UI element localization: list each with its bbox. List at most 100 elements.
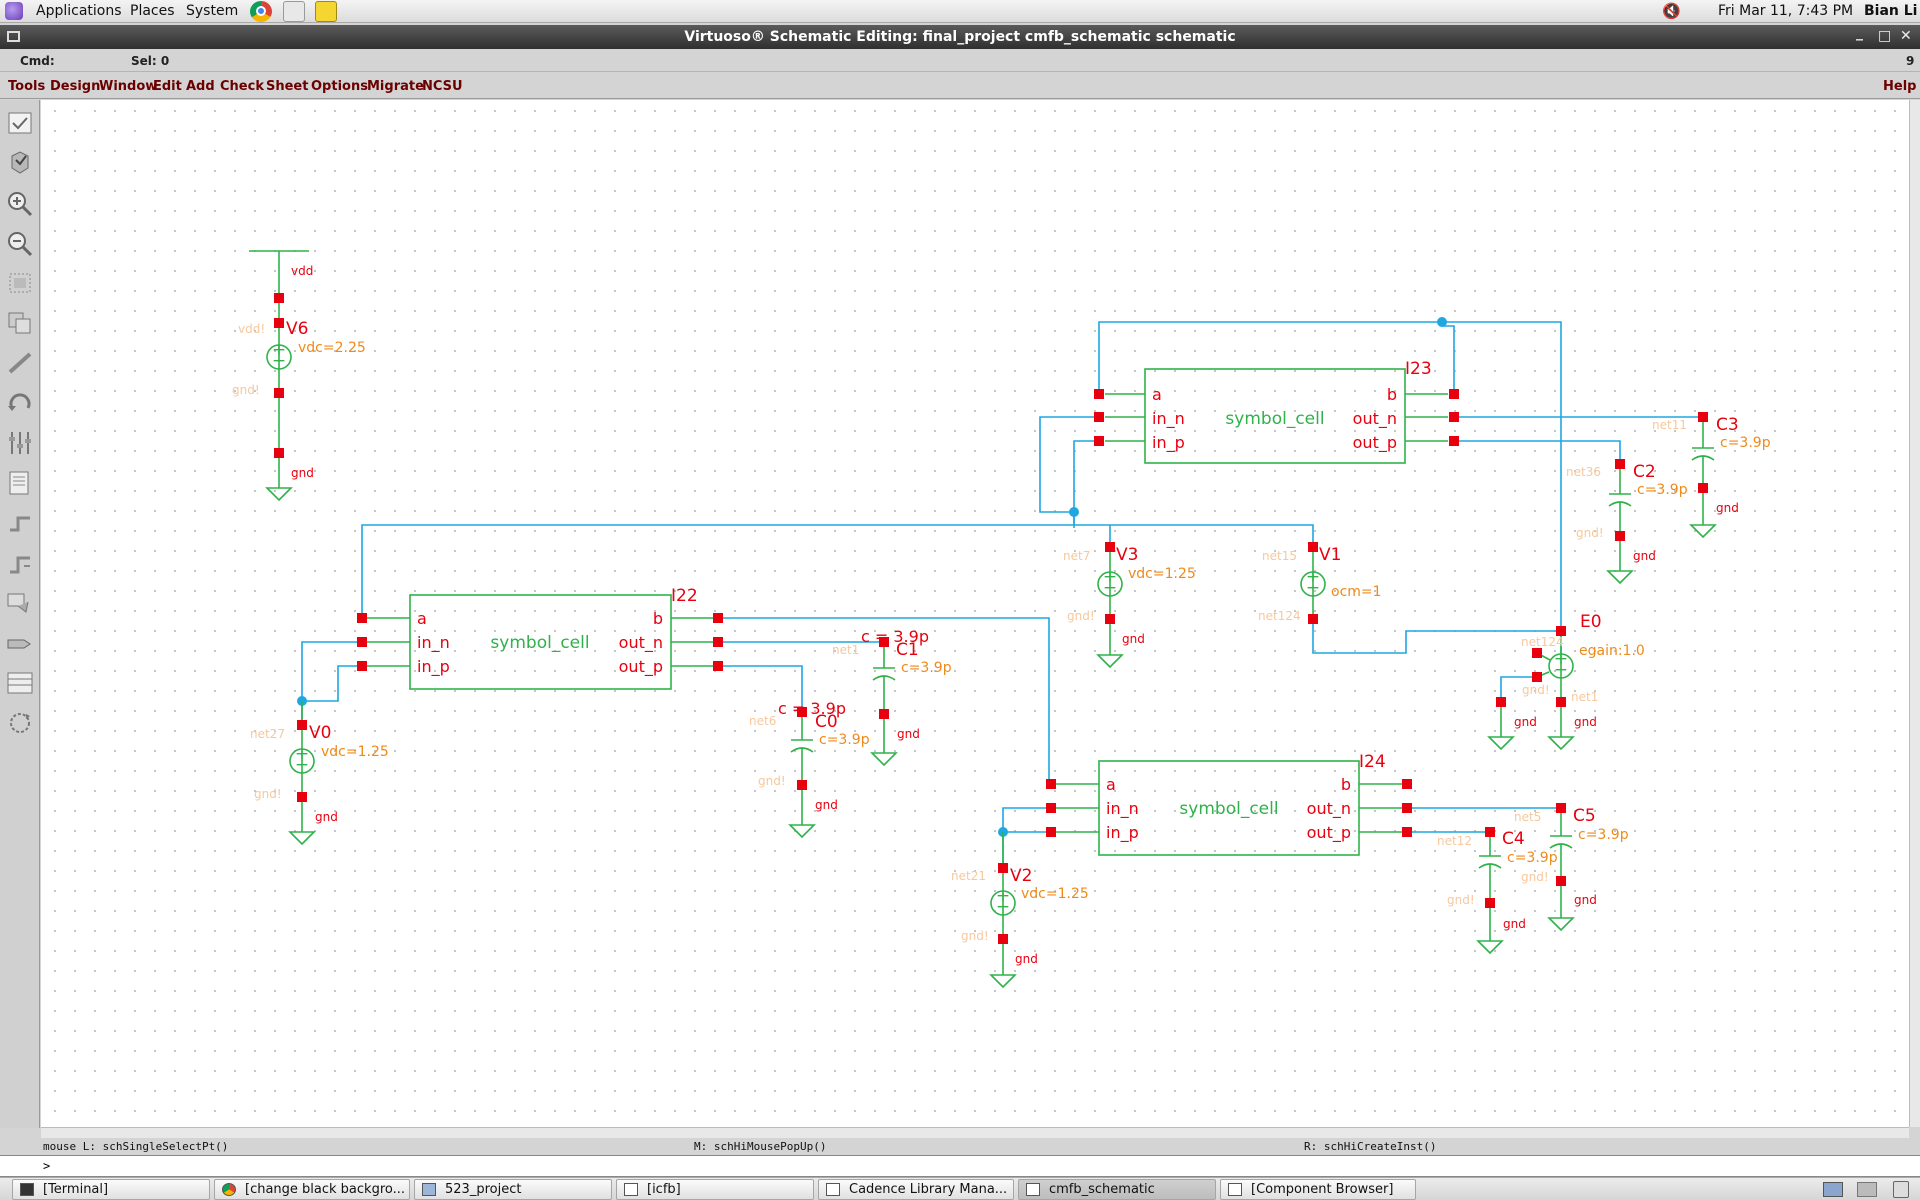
bus-icon[interactable] [4, 666, 36, 700]
instance-i22[interactable]: a in_n in_p b out_n out_p symbol_cell I2… [357, 586, 723, 690]
svg-text:+: + [1103, 567, 1117, 587]
system-menu[interactable]: System [186, 3, 239, 19]
source-v1[interactable]: + − V1 ocm=1 net15 net124 [1258, 542, 1382, 624]
menu-check[interactable]: Check [220, 79, 264, 94]
menubar: Tools Design Window Edit Add Check Sheet… [0, 73, 1920, 99]
source-e0[interactable]: + − E0 egain:1.0 net124 gnd! net1 gnd gn… [1487, 612, 1645, 751]
e0-param: egain:1.0 [1579, 643, 1645, 659]
mouse-bindings-line: mouse L: schSingleSelectPt() M: schHiMou… [0, 1138, 1920, 1154]
menu-help[interactable]: Help [1883, 79, 1917, 94]
window-icon [1026, 1183, 1040, 1196]
svg-text:+: + [272, 340, 286, 360]
v3-gnd: gnd [1122, 632, 1145, 646]
menu-design[interactable]: Design [50, 79, 101, 94]
capacitor-c5[interactable]: C5 c=3.9p net5 gnd! gnd [1514, 803, 1629, 932]
clock[interactable]: Fri Mar 11, 7:43 PM [1718, 3, 1854, 19]
property-icon[interactable] [4, 426, 36, 460]
mouse-right-binding: R: schHiCreateInst() [1304, 1140, 1437, 1153]
wires[interactable] [297, 317, 1703, 866]
i22-pin-out-p: out_p [619, 657, 663, 677]
applications-menu[interactable]: Applications [36, 3, 122, 19]
instance-i23[interactable]: a in_n in_p b out_n out_p symbol_cell I2… [1094, 359, 1459, 464]
window-titlebar[interactable]: Virtuoso® Schematic Editing: final_proje… [0, 25, 1920, 49]
i23-instance-name: I23 [1405, 359, 1432, 379]
rotate-icon[interactable] [4, 706, 36, 740]
stretch-icon[interactable] [4, 266, 36, 300]
menu-options[interactable]: Options [311, 79, 368, 94]
task-icfb[interactable]: [icfb] [616, 1179, 814, 1200]
capacitor-c4[interactable]: C4 c=3.9p net12 gnd! gnd [1437, 827, 1558, 955]
menu-window[interactable]: Window [99, 79, 158, 94]
undo-icon[interactable] [4, 386, 36, 420]
vertical-scrollbar[interactable] [1909, 100, 1920, 1127]
mouse-left-binding: mouse L: schSingleSelectPt() [43, 1140, 229, 1153]
source-v2[interactable]: + − V2 vdc=1.25 net21 gnd! gnd [951, 832, 1089, 989]
instance-icon[interactable] [4, 466, 36, 500]
places-menu[interactable]: Places [130, 3, 175, 19]
c0-param: c=3.9p [819, 732, 870, 748]
wire-name-icon[interactable] [4, 546, 36, 580]
capacitor-c1[interactable]: c = 3.9p C1 c=3.9p net1 gnd [832, 627, 952, 767]
v6-param: vdc=2.25 [298, 340, 366, 356]
notes-launcher-icon[interactable] [315, 1, 337, 22]
copy-icon[interactable] [4, 306, 36, 340]
capacitor-c3[interactable]: C3 c=3.9p net11 gnd [1652, 412, 1771, 539]
schematic-drawing[interactable]: .w { stroke:#1ea7e1; stroke-width:1.6; f… [41, 100, 1909, 1127]
capacitor-c2[interactable]: C2 c=3.9p net36 gnd! gnd [1566, 459, 1688, 585]
schematic-canvas[interactable]: .w { stroke:#1ea7e1; stroke-width:1.6; f… [41, 100, 1909, 1127]
volume-muted-icon[interactable]: 🔇 [1662, 2, 1681, 20]
workspace-1-icon[interactable] [1823, 1182, 1843, 1197]
i23-cell-name: symbol_cell [1225, 409, 1324, 429]
v0-net27: net27 [250, 727, 285, 741]
menu-migrate[interactable]: Migrate [367, 79, 424, 94]
v6-gnd-pin: gnd! [232, 383, 260, 397]
e0-gnd-b: gnd [1574, 715, 1597, 729]
source-v6[interactable]: + − vdd vdd! V6 vdc=2.25 gnd! gnd [232, 250, 366, 502]
task-terminal[interactable]: [Terminal] [12, 1179, 210, 1200]
svg-text:+: + [295, 744, 309, 764]
c2-param: c=3.9p [1637, 482, 1688, 498]
close-button[interactable]: ✕ [1900, 28, 1912, 44]
window-menu-icon[interactable] [7, 31, 20, 42]
label-icon[interactable] [4, 586, 36, 620]
workspace-2-icon[interactable] [1857, 1182, 1877, 1197]
menu-ncsu[interactable]: NCSU [422, 79, 463, 94]
instance-i24[interactable]: a in_n in_p b out_n out_p symbol_cell I2… [1046, 752, 1412, 856]
net-icon[interactable] [4, 626, 36, 660]
command-line[interactable]: > [0, 1155, 1920, 1177]
v0-param: vdc=1.25 [321, 744, 389, 760]
c4-gnd: gnd [1503, 917, 1526, 931]
source-v0[interactable]: + − V0 vdc=1.25 net27 gnd! gnd [250, 701, 389, 846]
menu-edit[interactable]: Edit [153, 79, 182, 94]
zoom-out-icon[interactable] [4, 226, 36, 260]
task-523-project[interactable]: 523_project [414, 1179, 612, 1200]
task-component-browser[interactable]: [Component Browser] [1220, 1179, 1416, 1200]
menu-sheet[interactable]: Sheet [266, 79, 309, 94]
i23-pin-in-p: in_p [1152, 433, 1185, 453]
c3-param: c=3.9p [1720, 435, 1771, 451]
maximize-button[interactable]: □ [1878, 28, 1892, 44]
task-library-manager[interactable]: Cadence Library Mana... [818, 1179, 1014, 1200]
chrome-launcher-icon[interactable] [250, 1, 272, 22]
check-save-icon[interactable] [4, 106, 36, 140]
horizontal-scrollbar[interactable] [41, 1127, 1909, 1138]
pin-icon[interactable] [4, 506, 36, 540]
menu-tools[interactable]: Tools [8, 79, 46, 94]
menu-add[interactable]: Add [186, 79, 215, 94]
source-v3[interactable]: + − V3 vdc=1.25 net7 gnd! gnd [1063, 525, 1196, 669]
task-cmfb-schematic[interactable]: cmfb_schematic [1018, 1179, 1216, 1200]
minimize-button[interactable]: _ [1856, 25, 1863, 41]
applications-icon[interactable] [5, 2, 23, 20]
wire-icon[interactable] [4, 346, 36, 380]
task-chrome[interactable]: [change black backgro... [214, 1179, 410, 1200]
chrome-icon [222, 1183, 236, 1196]
save-icon[interactable] [4, 146, 36, 180]
c4-param: c=3.9p [1507, 850, 1558, 866]
zoom-in-icon[interactable] [4, 186, 36, 220]
status-number: 9 [1906, 54, 1915, 68]
trash-icon[interactable] [1893, 1181, 1909, 1198]
capacitor-c0[interactable]: c = 3.9p C0 c=3.9p net6 gnd! gnd [749, 699, 870, 839]
e0-net124: net124 [1521, 635, 1564, 649]
mail-launcher-icon[interactable] [283, 1, 305, 22]
user-name[interactable]: Bian Li [1864, 3, 1918, 19]
